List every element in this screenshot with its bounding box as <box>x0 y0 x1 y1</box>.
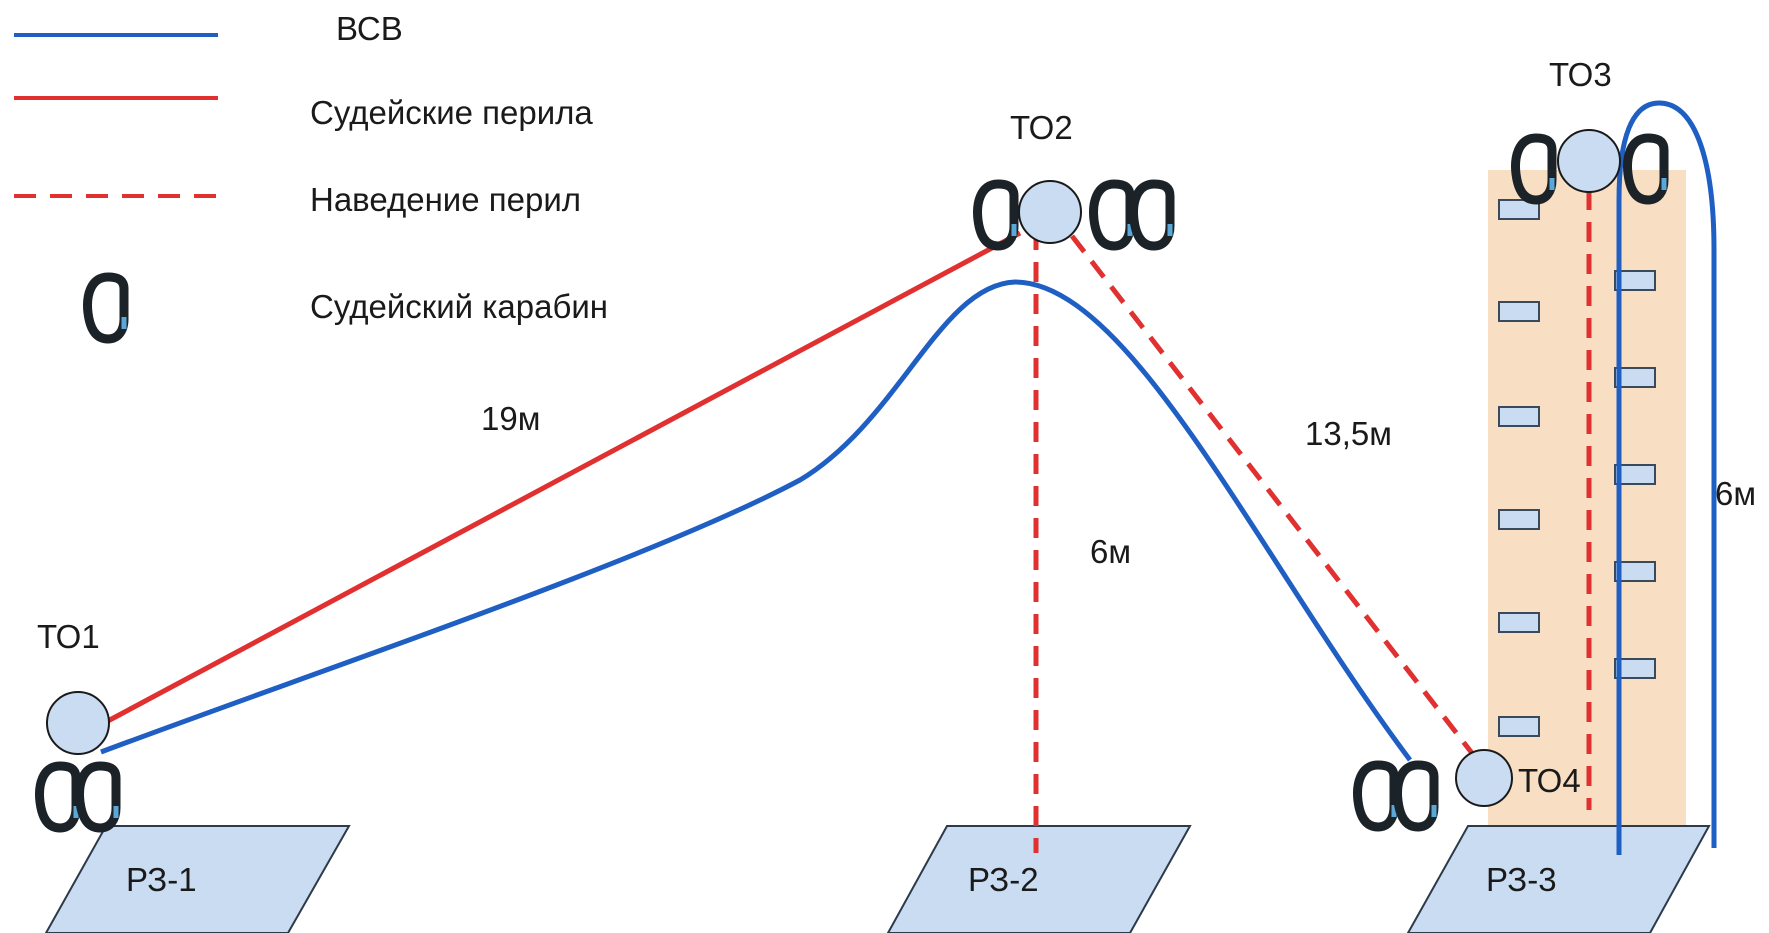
distance-to1-to2-label: 19м <box>481 400 540 437</box>
zone-rz1-label: РЗ-1 <box>126 861 197 898</box>
carabiners <box>40 138 1664 828</box>
vsv-rope-to3-loop <box>1616 100 1717 855</box>
height-to2-label: 6м <box>1090 533 1131 570</box>
legend-rail-setup-label: Наведение перил <box>310 181 581 218</box>
zones: РЗ-1 РЗ-2 РЗ-3 <box>44 825 1711 933</box>
climbing-hold <box>1498 406 1540 427</box>
climbing-hold <box>1614 561 1656 582</box>
climbing-hold <box>1498 612 1540 633</box>
wall-holds-right <box>1614 270 1656 679</box>
legend: ВСВ Судейские перила Наведение перил Суд… <box>14 10 608 339</box>
legend-carabiner-label: Судейский карабин <box>310 288 608 325</box>
climbing-hold <box>1498 301 1540 322</box>
node-to3-label: ТО3 <box>1549 56 1612 93</box>
distance-to2-to4-label: 13,5м <box>1305 415 1392 452</box>
node-to1-label: ТО1 <box>37 618 100 655</box>
nodes <box>46 129 1621 807</box>
carabiner-icon <box>1134 184 1170 246</box>
climbing-hold <box>1498 509 1540 530</box>
climbing-hold <box>1614 464 1656 485</box>
legend-carabiner-icon <box>88 277 124 339</box>
climbing-hold <box>1614 658 1656 679</box>
vsv-rope-to1-to4 <box>100 279 1413 762</box>
zone-rz3 <box>1406 825 1711 933</box>
climbing-hold <box>1614 367 1656 388</box>
wall-holds-left <box>1498 199 1540 737</box>
height-to3-label: 6м <box>1715 475 1756 512</box>
zone-rz2 <box>886 825 1192 933</box>
climbing-hold <box>1614 270 1656 291</box>
climbing-hold <box>1498 199 1540 220</box>
zone-rz3-label: РЗ-3 <box>1486 861 1557 898</box>
climbing-hold <box>1498 716 1540 737</box>
zone-rz1 <box>44 825 351 933</box>
legend-judge-rail-label: Судейские перила <box>310 94 593 131</box>
rail-setup-to2-to4 <box>1070 234 1477 759</box>
node-to3 <box>1557 129 1621 193</box>
carabiner-icon <box>80 766 116 828</box>
node-to4-label: ТО4 <box>1518 762 1581 799</box>
carabiner-icon <box>40 766 76 828</box>
node-to1 <box>46 691 110 755</box>
carabiner-icon <box>1094 184 1130 246</box>
carabiner-icon <box>1398 765 1434 827</box>
judge-rail-to1-to2 <box>104 230 1022 725</box>
zone-rz2-label: РЗ-2 <box>968 861 1039 898</box>
node-to2 <box>1018 180 1082 244</box>
node-to2-label: ТО2 <box>1010 109 1073 146</box>
carabiner-icon <box>978 184 1014 246</box>
legend-vsv-label: ВСВ <box>336 10 403 47</box>
node-to4 <box>1455 749 1513 807</box>
carabiner-icon <box>1358 765 1394 827</box>
rail-setup-lines <box>1033 190 1592 853</box>
